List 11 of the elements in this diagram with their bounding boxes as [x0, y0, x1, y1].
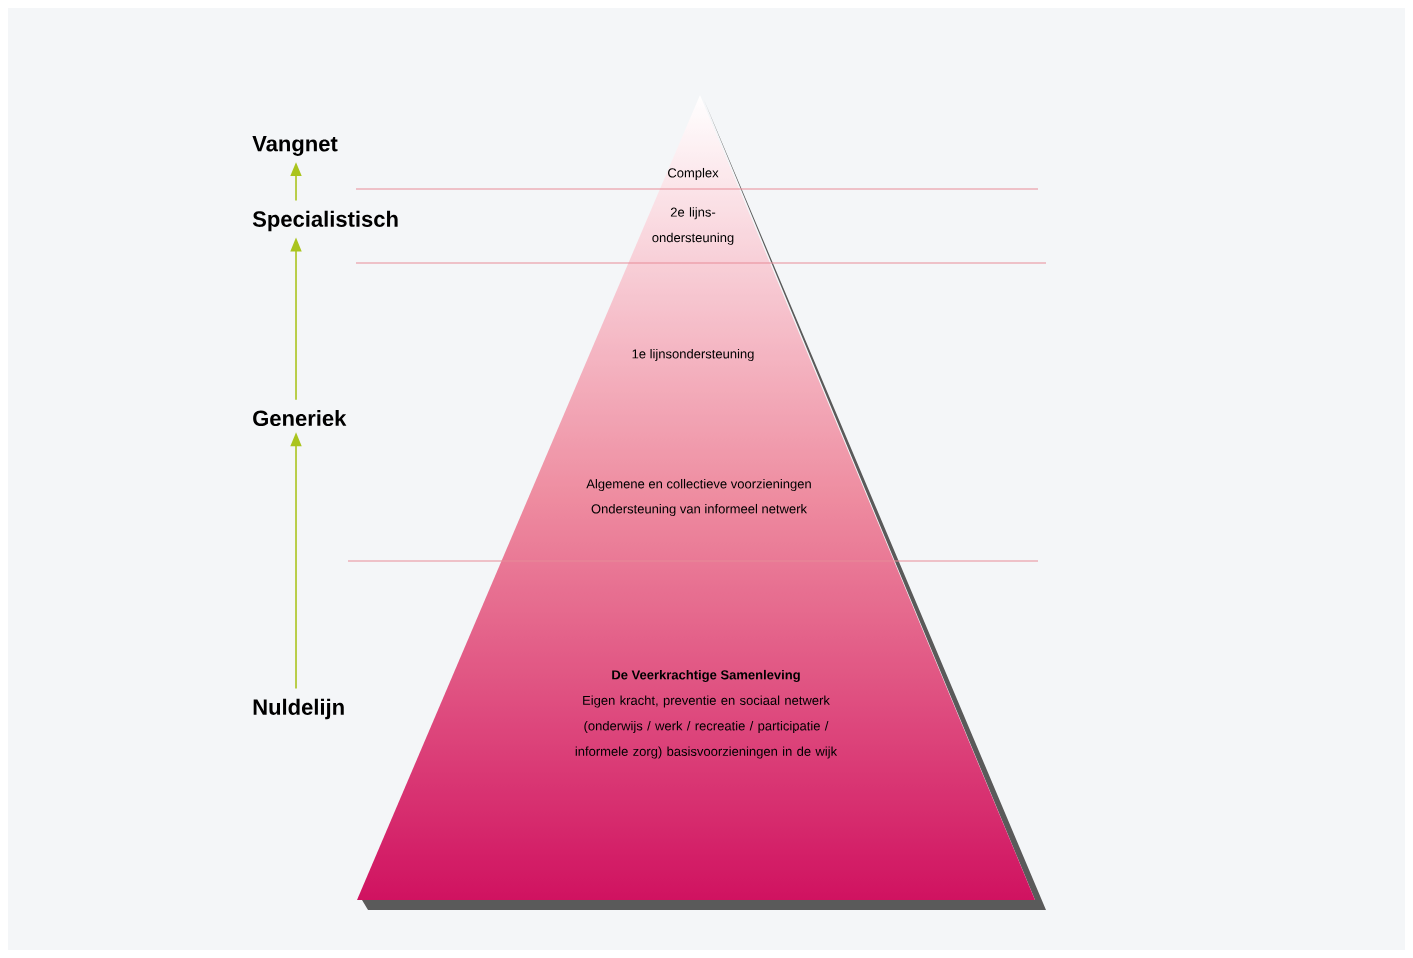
level-label: Generiek: [253, 409, 347, 427]
level-label: Specialistisch: [252, 210, 398, 232]
pyramid-text: 2e lijns- ondersteuning: [652, 207, 734, 245]
level-label: Nuldelijn: [253, 698, 344, 720]
pyramid-text: Complex: [668, 167, 719, 181]
pyramid-text: Ondersteuning van informeel netwerk: [591, 503, 807, 517]
pyramid-text: De Veerkrachtige Samenleving: [612, 669, 800, 683]
level-label: Vangnet: [252, 136, 338, 156]
pyramid-text: Algemene en collectieve voorzieningen: [586, 478, 811, 492]
pyramid-text: Eigen kracht, preventie en sociaal netwerk (onderwijs / werk / recreatie / participatie / informele zorg) basisvoorzieningen in de wijk: [575, 695, 838, 759]
pyramid-text: 1e lijnsondersteuning: [632, 348, 754, 362]
